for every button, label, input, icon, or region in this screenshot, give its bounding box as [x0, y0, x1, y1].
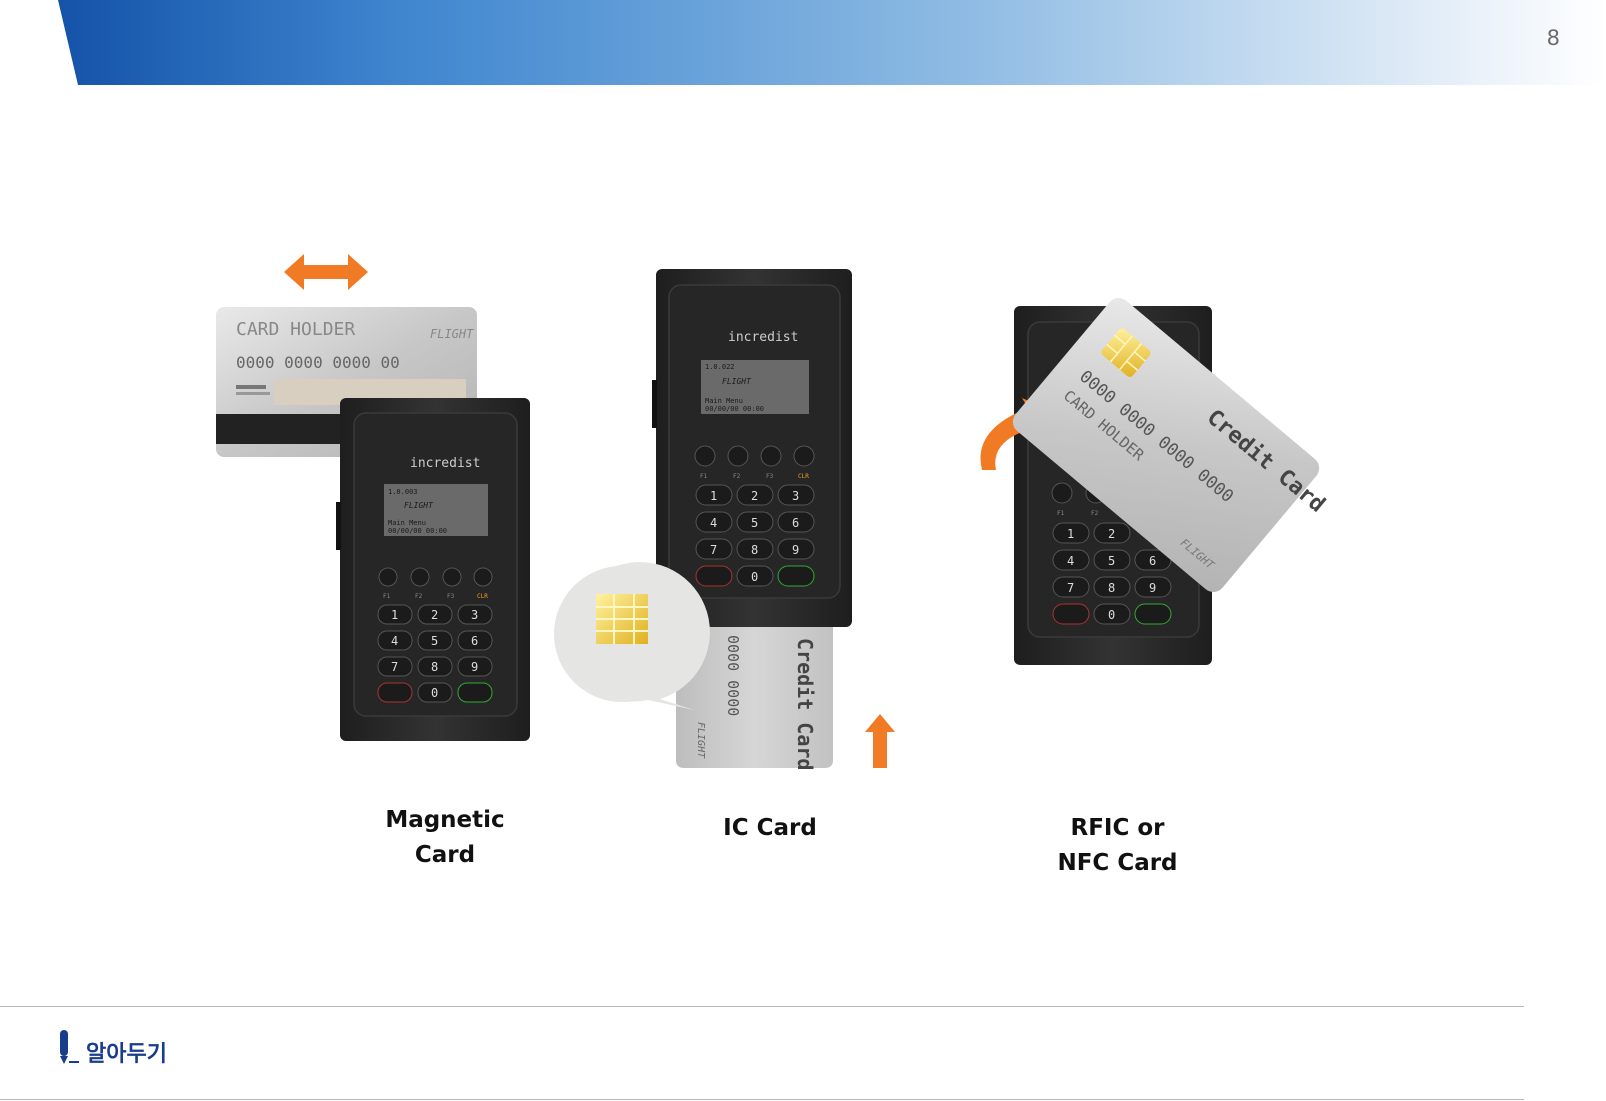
terminal-magnetic: incredist 1.0.003 FLIGHT Main Menu 00/00…: [336, 398, 530, 741]
card-holder-text: CARD HOLDER: [236, 319, 355, 340]
card-brand-text: FLIGHT: [695, 722, 706, 759]
ic-card: Credit Card 0000 0000 FLIGHT: [676, 627, 833, 770]
nfc-panel: F1 F2 1 2 4 5 6 7 8 9: [980, 298, 1329, 665]
key-5: 5: [431, 634, 438, 648]
key-9: 9: [1149, 581, 1156, 595]
screen-logo: FLIGHT: [404, 501, 434, 510]
fkey-f3: F3: [766, 473, 774, 480]
chip-icon: [1101, 328, 1151, 377]
footer-label: 알아두기: [86, 1042, 167, 1067]
footer-divider-bottom: [0, 1099, 1524, 1100]
key-3: 3: [471, 608, 478, 622]
caption-magnetic: Magnetic Card: [385, 807, 505, 868]
key-0: 0: [751, 570, 758, 584]
screen-line-1: 1.0.003: [388, 488, 418, 496]
screen-logo: FLIGHT: [722, 377, 752, 386]
key-6: 6: [1149, 554, 1156, 568]
key-8: 8: [751, 543, 758, 557]
fkey-f3: F3: [447, 593, 455, 600]
card-brand-text: FLIGHT: [430, 327, 474, 341]
key-4: 4: [710, 516, 717, 530]
terminal-brand: incredist: [410, 456, 480, 471]
caption-nfc: RFIC or NFC Card: [1057, 815, 1178, 876]
screen-line-2: Main Menu: [388, 519, 426, 527]
key-2: 2: [751, 489, 758, 503]
key-3: 3: [792, 489, 799, 503]
key-2: 2: [1108, 527, 1115, 541]
screen-line-3: 00/00/00 00:00: [388, 527, 447, 535]
screen-line-2: Main Menu: [705, 397, 743, 405]
magnetic-panel: CARD HOLDER 0000 0000 0000 00 FLIGHT inc…: [216, 254, 530, 741]
key-8: 8: [431, 660, 438, 674]
fkey-f1: F1: [700, 473, 708, 480]
key-7: 7: [710, 543, 717, 557]
key-8: 8: [1108, 581, 1115, 595]
page-number: 8: [1546, 26, 1560, 50]
header-band: [58, 0, 1606, 85]
ic-panel: incredist 1.0.022 FLIGHT Main Menu 00/00…: [554, 269, 895, 770]
swipe-arrow-icon: [284, 254, 368, 290]
screen-line-1: 1.0.022: [705, 363, 735, 371]
fkey-f2: F2: [1091, 510, 1099, 517]
nfc-card: Credit Card 0000 0000 0000 0000 CARD HOL…: [1012, 298, 1329, 592]
keypad-ic: F1 F2 F3 CLR 1 2 3 4 5: [694, 445, 815, 587]
card-number-text: 0000 0000: [724, 635, 742, 716]
key-5: 5: [751, 516, 758, 530]
fkey-clr: CLR: [477, 593, 488, 600]
fkey-f1: F1: [1057, 510, 1065, 517]
keypad-magnetic: F1 F2 F3 CLR 1 2 3 4 5: [377, 567, 493, 703]
terminal-ic: incredist 1.0.022 FLIGHT Main Menu 00/00…: [652, 269, 852, 627]
fkey-f2: F2: [733, 473, 741, 480]
card-label-text: Credit Card: [793, 638, 817, 770]
key-7: 7: [1067, 581, 1074, 595]
key-4: 4: [391, 634, 398, 648]
fkey-f1: F1: [383, 593, 391, 600]
pen-icon: [60, 1030, 79, 1064]
key-5: 5: [1108, 554, 1115, 568]
chip-icon: [596, 594, 648, 644]
key-1: 1: [710, 489, 717, 503]
fkey-clr: CLR: [798, 473, 809, 480]
key-0: 0: [1108, 608, 1115, 622]
key-7: 7: [391, 660, 398, 674]
key-2: 2: [431, 608, 438, 622]
key-0: 0: [431, 686, 438, 700]
key-4: 4: [1067, 554, 1074, 568]
fkey-f2: F2: [415, 593, 423, 600]
insert-arrow-icon: [865, 714, 895, 768]
terminal-brand: incredist: [728, 330, 798, 345]
key-6: 6: [792, 516, 799, 530]
footer-divider-top: [0, 1006, 1524, 1007]
caption-ic: IC Card: [723, 815, 817, 841]
key-9: 9: [471, 660, 478, 674]
key-1: 1: [391, 608, 398, 622]
key-1: 1: [1067, 527, 1074, 541]
screen-line-3: 00/00/00 00:00: [705, 405, 764, 413]
card-number-text: 0000 0000 0000 00: [236, 353, 400, 372]
key-6: 6: [471, 634, 478, 648]
key-9: 9: [792, 543, 799, 557]
chip-zoom-bubble: [554, 562, 710, 710]
